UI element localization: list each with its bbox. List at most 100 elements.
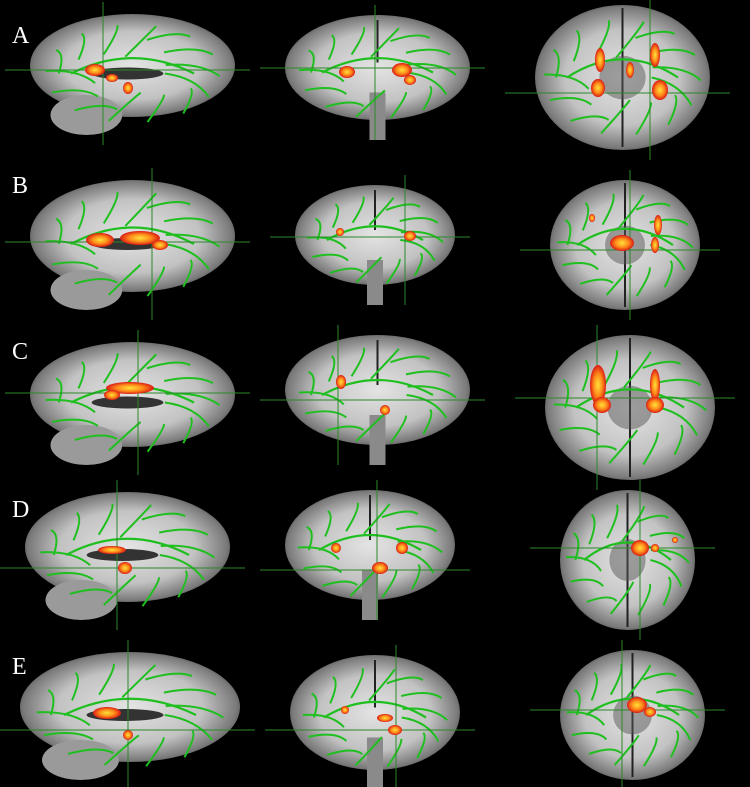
- skeleton-tract: [570, 578, 604, 587]
- brain-hemisphere: [290, 655, 460, 770]
- skeleton-tract: [575, 388, 685, 409]
- panel-a-coronal: [260, 5, 485, 140]
- skeleton-tract: [557, 241, 597, 256]
- skeleton-tract: [51, 89, 99, 98]
- panel-b-coronal: [270, 175, 470, 305]
- skeleton-tract: [350, 347, 366, 377]
- skeleton-tract: [603, 350, 619, 386]
- skeleton-tract: [97, 503, 114, 536]
- panel-c-coronal: [260, 325, 485, 465]
- skeleton-tract: [321, 580, 358, 587]
- skeleton-tract: [588, 748, 622, 755]
- skeleton-tract: [50, 529, 58, 556]
- skeleton-tract: [163, 217, 214, 225]
- significant-cluster: [404, 75, 416, 85]
- skeleton-tract: [406, 394, 448, 419]
- skeleton-tract: [329, 267, 364, 274]
- skeleton-tract: [386, 676, 424, 685]
- skeleton-tract: [103, 574, 137, 606]
- skeleton-tract: [570, 115, 610, 122]
- skeleton-tract: [308, 371, 315, 396]
- skeleton-tract: [656, 714, 692, 741]
- skeleton-tract: [318, 534, 422, 551]
- skeleton-tract: [46, 571, 94, 581]
- panel-a-sagittal: [5, 2, 250, 145]
- cerebellum: [50, 270, 123, 310]
- skeleton-tract: [559, 426, 601, 436]
- skeleton-tract: [400, 692, 443, 699]
- significant-cluster: [339, 66, 355, 78]
- skeleton-tract: [572, 29, 581, 62]
- skeleton-tract: [321, 57, 434, 74]
- brain-hemisphere: [285, 335, 470, 445]
- significant-cluster: [85, 64, 105, 76]
- skeleton-tract: [642, 672, 677, 681]
- skeleton-tract: [182, 87, 193, 114]
- skeleton-tract: [326, 749, 363, 756]
- significant-cluster: [646, 397, 664, 413]
- panel-e-sagittal: [0, 640, 255, 787]
- skeleton-tract: [102, 24, 119, 55]
- ventricle: [599, 55, 646, 100]
- skeleton-tract: [422, 408, 433, 435]
- skeleton-tract: [36, 711, 91, 726]
- skeleton-tract: [355, 256, 383, 284]
- significant-cluster: [591, 79, 605, 97]
- skeleton-tract: [613, 734, 640, 766]
- significant-cluster: [152, 240, 168, 250]
- skeleton-tract: [406, 71, 448, 96]
- panel-c-sagittal: [5, 330, 250, 475]
- skeleton-tract: [65, 537, 190, 556]
- skeleton-tract: [70, 226, 195, 245]
- skeleton-tract: [108, 91, 142, 122]
- panel-e-axial: [530, 640, 725, 787]
- skeleton-tract: [649, 532, 686, 540]
- significant-cluster: [651, 544, 659, 552]
- skeleton-tract: [390, 34, 431, 43]
- cerebellum: [50, 425, 123, 465]
- ventricle: [91, 396, 164, 409]
- significant-cluster: [86, 233, 114, 247]
- brainstem: [362, 570, 378, 620]
- skeleton-tract: [656, 688, 694, 696]
- skeleton-tract: [562, 378, 570, 408]
- panel-d-axial: [530, 480, 715, 640]
- skeleton-tract: [164, 714, 213, 741]
- skeleton-tract: [304, 410, 347, 419]
- skeleton-tract: [663, 260, 673, 288]
- skeleton-tract: [405, 370, 451, 378]
- significant-cluster: [123, 730, 133, 740]
- panel-d-coronal: [260, 480, 470, 620]
- significant-cluster: [388, 725, 402, 735]
- skeleton-tract: [385, 258, 401, 284]
- skeleton-tract: [637, 514, 669, 523]
- significant-cluster: [336, 375, 346, 389]
- skeleton-tract: [345, 502, 359, 532]
- significant-cluster: [380, 405, 390, 415]
- skeleton-tract: [601, 193, 615, 226]
- skeleton-tract: [565, 556, 602, 572]
- skeleton-tract: [606, 504, 619, 539]
- skeleton-tract: [303, 565, 343, 574]
- skeleton-tract: [177, 570, 188, 598]
- ventricle: [607, 385, 653, 430]
- significant-cluster: [120, 231, 160, 245]
- skeleton-tract: [145, 737, 165, 767]
- significant-cluster: [644, 707, 656, 717]
- skeleton-tract: [71, 672, 79, 701]
- skeleton-tract: [119, 504, 152, 538]
- skeleton-tract: [626, 664, 652, 698]
- skeleton-tract: [51, 418, 99, 427]
- skeleton-tract: [416, 731, 426, 759]
- skeleton-tract: [642, 360, 682, 369]
- skeleton-tract: [325, 101, 365, 108]
- significant-cluster: [372, 562, 388, 574]
- skeleton-tract: [121, 664, 157, 698]
- skeleton-tract: [422, 85, 433, 111]
- skeleton-tract: [368, 668, 396, 702]
- significant-cluster: [98, 546, 126, 554]
- skeleton-tract: [667, 94, 678, 126]
- skeleton-tract: [304, 86, 347, 95]
- skeleton-tract: [621, 505, 646, 542]
